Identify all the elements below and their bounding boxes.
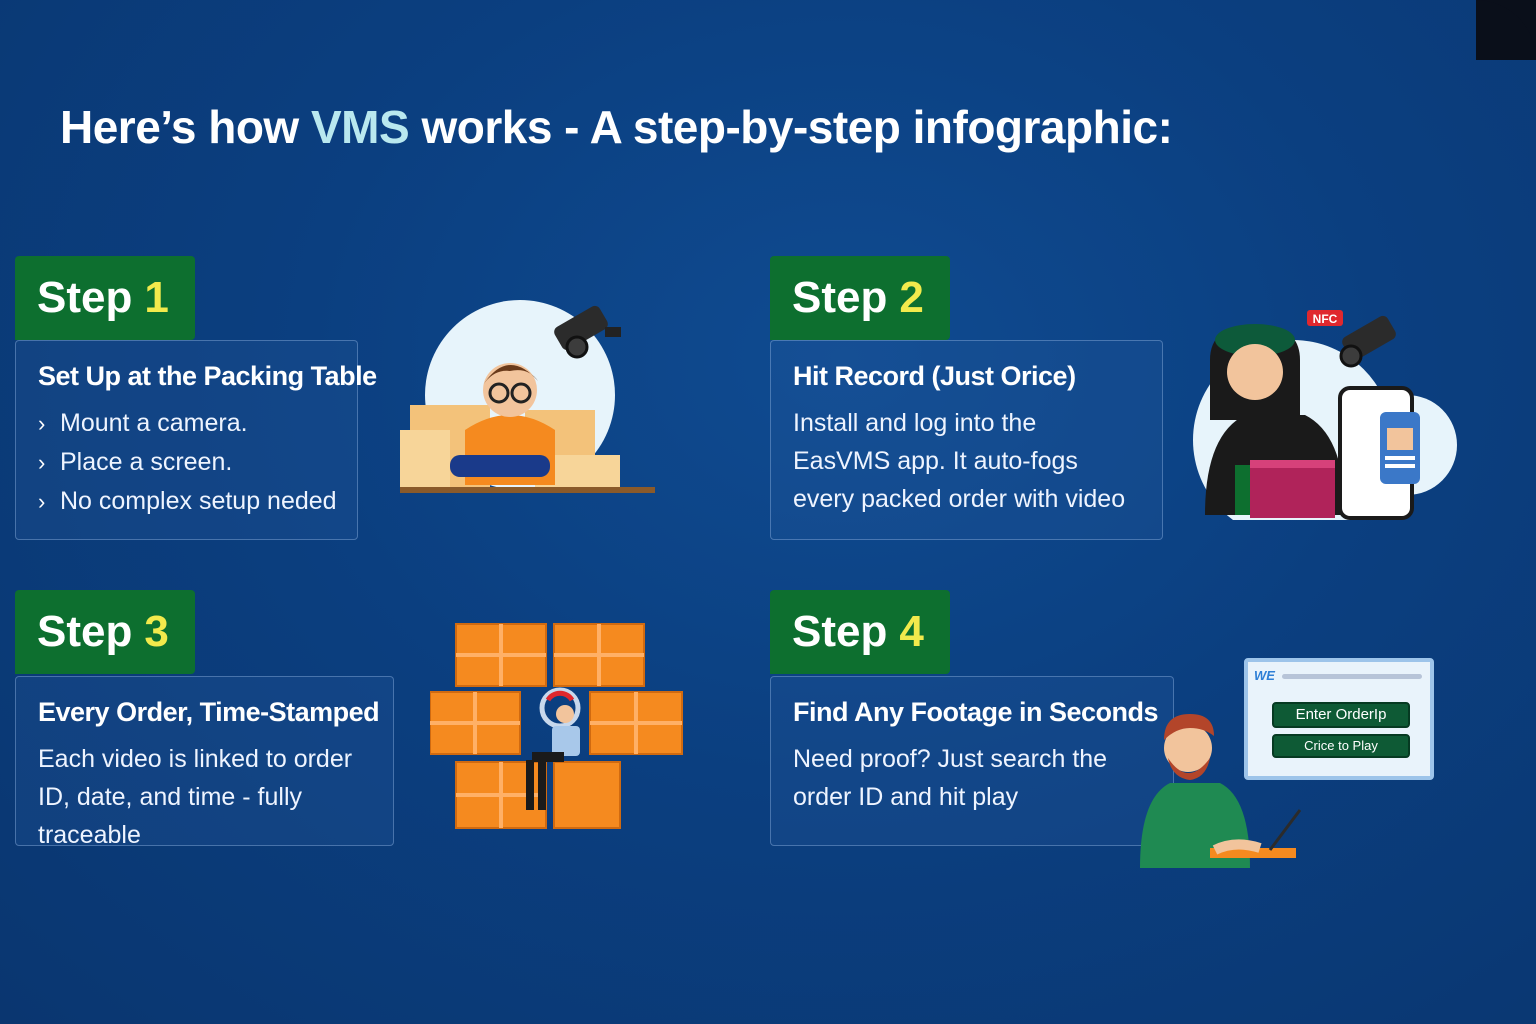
searching-user-illustration (1140, 714, 1302, 868)
step-1-heading: Set Up at the Packing Table (38, 361, 377, 391)
title-prefix: Here’s how (60, 101, 299, 153)
smartphone-icon (1338, 386, 1420, 520)
step-4-badge: Step 4 (770, 590, 950, 674)
step-2-card: Hit Record (Just Orice) Install and log … (770, 340, 1163, 540)
step-2-number: 2 (899, 273, 924, 322)
step-1-badge: Step 1 (15, 256, 195, 340)
security-camera-icon (554, 305, 621, 359)
step-4-card: Find Any Footage in Seconds Need proof? … (770, 676, 1174, 846)
packing-worker-illustration (400, 300, 655, 493)
nfc-tag (1307, 310, 1343, 326)
title-accent: VMS (310, 101, 410, 153)
step-3-card: Every Order, Time-Stamped Each video is … (15, 676, 394, 849)
search-screen-mockup: WE Enter OrderIp Crice to Play (1244, 658, 1434, 780)
chevron-right-icon: › (38, 489, 46, 514)
step-3-badge: Step 3 (15, 590, 195, 674)
step-1-bullet: ›Mount a camera. (38, 404, 335, 443)
step-1-bullet: ›Place a screen. (38, 443, 335, 482)
chevron-right-icon: › (38, 411, 46, 436)
step-1-bullet: ›No complex setup neded (38, 482, 337, 521)
title-suffix: works - A step-by-step infographic: (421, 101, 1173, 153)
step-2-body: Install and log into the EasVMS app. It … (793, 409, 1126, 513)
step-2-word: Step (792, 273, 888, 322)
click-to-play-button[interactable]: Crice to Play (1272, 734, 1410, 758)
step-3-body: Each video is linked to order ID, date, … (38, 745, 353, 849)
step-4-word: Step (792, 607, 888, 656)
step-3-heading: Every Order, Time-Stamped (38, 697, 380, 727)
recording-worker-illustration: NFC (1193, 310, 1457, 520)
page-title: Here’s how VMS works - A step-by-step in… (60, 100, 1173, 154)
step-3-word: Step (37, 607, 133, 656)
step-2-badge: Step 2 (770, 256, 950, 340)
enter-order-id-button[interactable]: Enter OrderIp (1272, 702, 1410, 728)
step-2-heading: Hit Record (Just Orice) (793, 361, 1076, 391)
step-4-number: 4 (899, 607, 924, 656)
security-camera-icon (1339, 315, 1396, 368)
page-corner (1476, 0, 1536, 60)
chevron-right-icon: › (38, 450, 46, 475)
step-3-number: 3 (144, 607, 169, 656)
step-4-body: Need proof? Just search the order ID and… (793, 745, 1108, 811)
screen-logo: WE (1254, 668, 1275, 683)
step-1-bullet-list: ›Mount a camera. ›Place a screen. ›No co… (38, 404, 337, 521)
order-boxes-illustration (430, 623, 683, 829)
step-1-word: Step (37, 273, 133, 322)
screen-header-bar (1282, 674, 1422, 679)
nfc-tag-text: NFC (1313, 312, 1338, 326)
step-1-number: 1 (144, 273, 169, 322)
step-1-card: Set Up at the Packing Table ›Mount a cam… (15, 340, 377, 540)
step-4-heading: Find Any Footage in Seconds (793, 697, 1159, 727)
